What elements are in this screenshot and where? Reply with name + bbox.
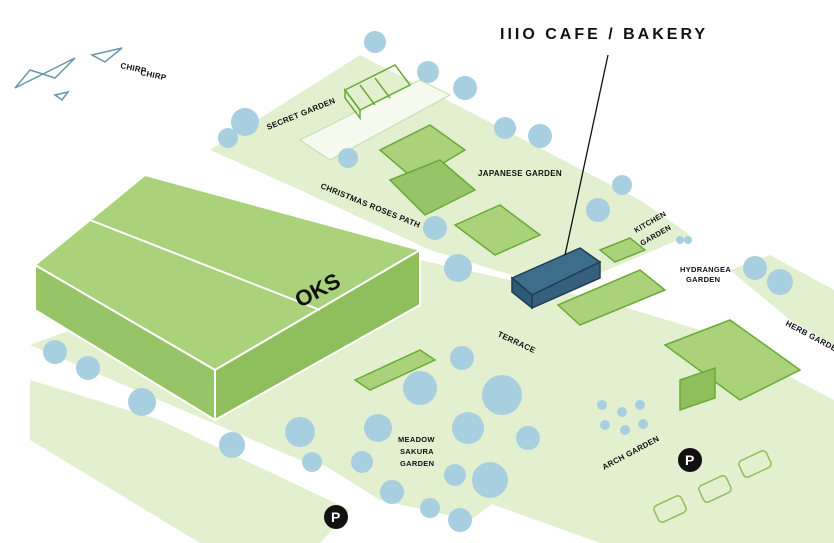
japanese-garden-buildings [378,124,542,256]
hydrangea-garden-label-1: HYDRANGEA [680,265,731,274]
kitchen-buildings [556,237,802,412]
chirp-label-2: CHIRP [140,68,168,82]
bird-tiny-icon [53,90,70,102]
bird-large-icon [14,57,76,89]
hydrangea-garden-label-2: GARDEN [686,275,720,284]
japanese-garden-label: JAPANESE GARDEN [478,169,562,178]
meadow-label-3: GARDEN [400,459,434,468]
meadow-label-1: MEADOW [398,435,435,444]
parked-cars [653,450,772,523]
bird-small-icon [89,47,123,63]
trees [43,31,793,532]
parking-sign-1: P [324,505,348,529]
parking-icon: P [685,452,694,468]
hall-ridge [89,219,321,311]
bird-icons [14,47,123,102]
meadow-label-2: SAKURA [400,447,434,456]
greenhouse [343,64,412,121]
arch-garden-trees [597,236,692,435]
cafe-bakery-callout: IIIO CAFE / BAKERY [500,26,709,43]
parking-sign-2: P [678,448,702,472]
parking-icon: P [331,509,340,525]
hall-front [214,248,421,422]
road-left [30,380,350,543]
meadow-shed [353,349,437,391]
oks-hall: OKS [33,173,423,422]
cafe-callout-line [564,54,609,256]
cafe-bakery-building [510,247,602,310]
